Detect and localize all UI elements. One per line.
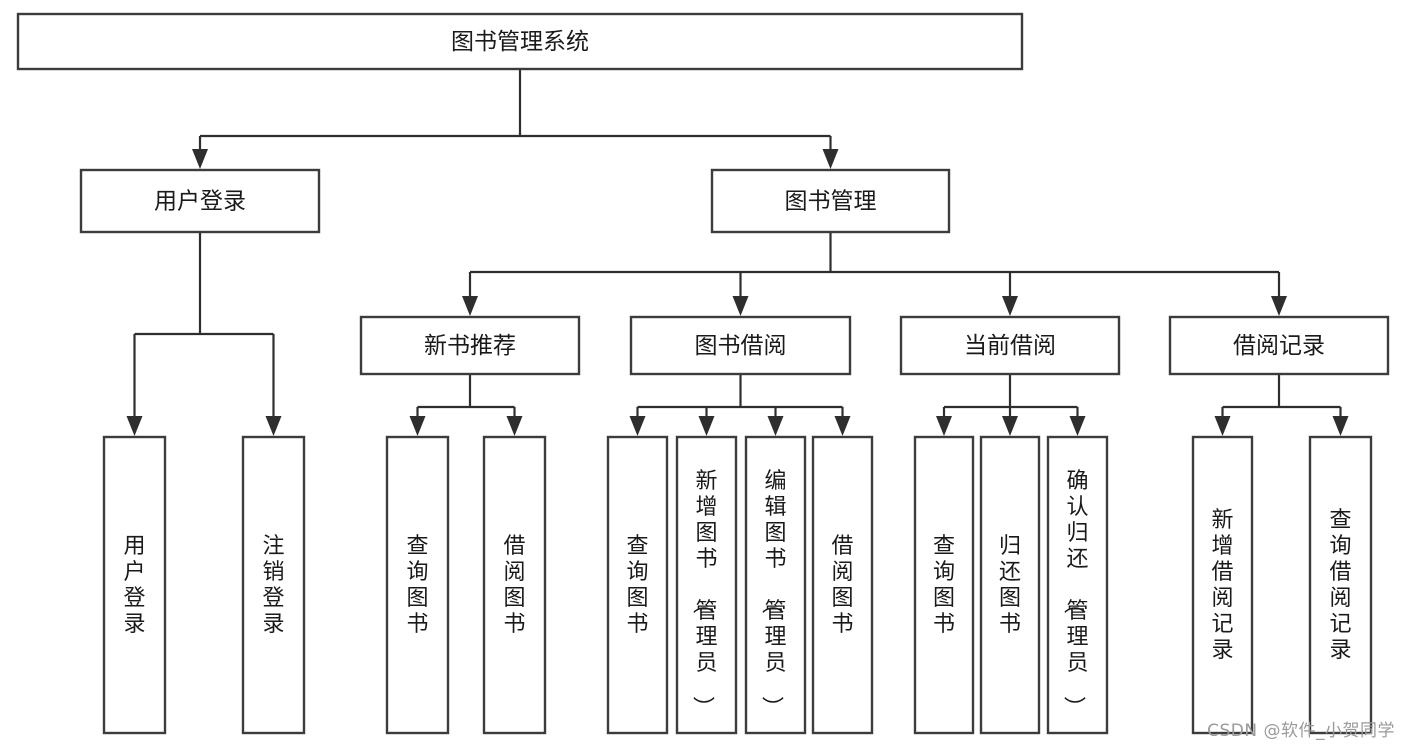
arrow-head-icon bbox=[767, 416, 784, 436]
arrow-head-icon bbox=[126, 416, 143, 436]
arrow-head-icon bbox=[1271, 296, 1287, 316]
arrow-head-icon bbox=[462, 296, 478, 316]
leaf-box[interactable] bbox=[744, 435, 807, 735]
leaf-label: 借阅图书 bbox=[503, 534, 525, 637]
leaf-box[interactable] bbox=[385, 435, 450, 735]
level3-label: 当前借阅 bbox=[964, 333, 1056, 359]
level3-box[interactable] bbox=[629, 315, 852, 376]
leaf-box[interactable] bbox=[102, 435, 167, 735]
level2-node[interactable]: 图书管理 bbox=[710, 168, 951, 234]
leaf-node[interactable]: 新增借阅记录 bbox=[1191, 435, 1254, 735]
arrow-head-icon bbox=[834, 416, 851, 436]
level3-label: 图书借阅 bbox=[695, 333, 787, 359]
arrow-head-icon bbox=[506, 416, 523, 436]
leaf-box[interactable] bbox=[606, 435, 669, 735]
leaf-label: 确认归还（管理员） bbox=[1060, 469, 1088, 718]
level2-label: 图书管理 bbox=[785, 189, 877, 215]
level2-label: 用户登录 bbox=[154, 189, 246, 215]
arrow-head-icon bbox=[1069, 416, 1086, 436]
arrow-head-icon bbox=[822, 149, 839, 169]
leaf-node[interactable]: 确认归还（管理员） bbox=[1046, 435, 1109, 735]
leaf-label: 查询图书 bbox=[933, 534, 955, 637]
level2-box[interactable] bbox=[710, 168, 951, 234]
leaf-box[interactable] bbox=[675, 435, 738, 735]
node-layer: 图书管理系统用户登录图书管理新书推荐图书借阅当前借阅借阅记录用户登录注销登录查询… bbox=[16, 12, 1390, 735]
arrow-head-icon bbox=[1002, 296, 1018, 316]
leaf-box[interactable] bbox=[482, 435, 547, 735]
leaf-label: 用户登录 bbox=[123, 534, 145, 637]
leaf-label: 新增借阅记录 bbox=[1211, 508, 1233, 663]
arrow-head-icon bbox=[629, 416, 646, 436]
leaf-box[interactable] bbox=[913, 435, 975, 735]
arrow-head-icon bbox=[936, 416, 952, 436]
leaf-label: 查询图书 bbox=[626, 534, 648, 637]
leaf-label: 查询借阅记录 bbox=[1329, 508, 1351, 663]
root-label: 图书管理系统 bbox=[451, 29, 589, 55]
leaf-label: 借阅图书 bbox=[831, 534, 853, 637]
level3-node[interactable]: 图书借阅 bbox=[629, 315, 852, 376]
level3-label: 新书推荐 bbox=[424, 333, 516, 359]
leaf-node[interactable]: 注销登录 bbox=[241, 435, 306, 735]
leaf-node[interactable]: 查询图书 bbox=[385, 435, 450, 735]
arrow-head-icon bbox=[698, 416, 715, 436]
level3-node[interactable]: 新书推荐 bbox=[359, 315, 581, 376]
arrow-head-icon bbox=[1002, 416, 1018, 436]
leaf-label: 注销登录 bbox=[262, 534, 284, 637]
leaf-node[interactable]: 查询图书 bbox=[913, 435, 975, 735]
leaf-node[interactable]: 查询借阅记录 bbox=[1308, 435, 1373, 735]
leaf-box[interactable] bbox=[1046, 435, 1109, 735]
leaf-node[interactable]: 借阅图书 bbox=[811, 435, 874, 735]
leaf-label: 归还图书 bbox=[999, 534, 1021, 637]
leaf-box[interactable] bbox=[241, 435, 306, 735]
level2-node[interactable]: 用户登录 bbox=[79, 168, 321, 234]
leaf-node[interactable]: 用户登录 bbox=[102, 435, 167, 735]
arrow-head-icon bbox=[192, 149, 208, 169]
level3-node[interactable]: 借阅记录 bbox=[1168, 315, 1390, 376]
arrow-head-icon bbox=[409, 416, 426, 436]
arrow-head-icon bbox=[265, 416, 282, 436]
csdn-watermark: CSDN @软件_小贺同学 bbox=[1207, 721, 1395, 741]
arrow-head-icon bbox=[1332, 416, 1349, 436]
root-node[interactable]: 图书管理系统 bbox=[16, 12, 1024, 71]
root-box[interactable] bbox=[16, 12, 1024, 71]
leaf-box[interactable] bbox=[811, 435, 874, 735]
level3-box[interactable] bbox=[1168, 315, 1390, 376]
leaf-box[interactable] bbox=[1191, 435, 1254, 735]
level3-box[interactable] bbox=[899, 315, 1121, 376]
leaf-node[interactable]: 查询图书 bbox=[606, 435, 669, 735]
leaf-label: 编辑图书（管理员） bbox=[758, 469, 786, 718]
arrow-head-icon bbox=[1214, 416, 1231, 436]
connector-layer bbox=[126, 69, 1349, 436]
leaf-node[interactable]: 编辑图书（管理员） bbox=[744, 435, 807, 735]
leaf-box[interactable] bbox=[979, 435, 1041, 735]
leaf-node[interactable]: 归还图书 bbox=[979, 435, 1041, 735]
leaf-label: 查询图书 bbox=[406, 534, 428, 637]
level3-box[interactable] bbox=[359, 315, 581, 376]
level3-label: 借阅记录 bbox=[1233, 333, 1325, 359]
leaf-node[interactable]: 借阅图书 bbox=[482, 435, 547, 735]
level3-node[interactable]: 当前借阅 bbox=[899, 315, 1121, 376]
leaf-label: 新增图书（管理员） bbox=[689, 469, 717, 718]
arrow-head-icon bbox=[732, 296, 749, 316]
level2-box[interactable] bbox=[79, 168, 321, 234]
leaf-box[interactable] bbox=[1308, 435, 1373, 735]
leaf-node[interactable]: 新增图书（管理员） bbox=[675, 435, 738, 735]
